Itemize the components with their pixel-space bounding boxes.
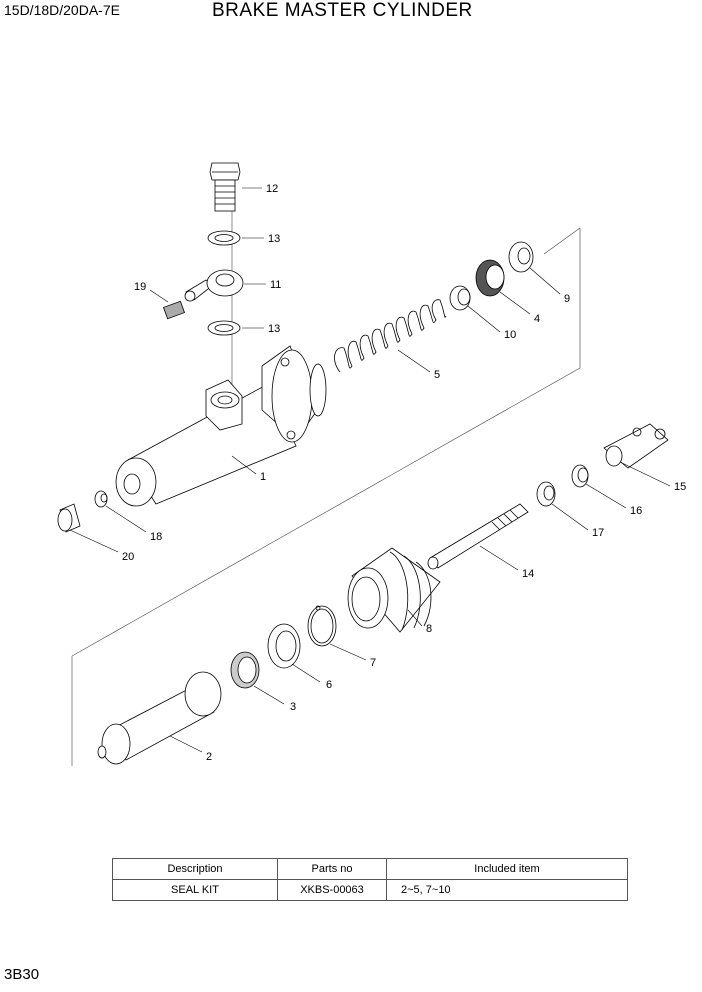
callout-16: 16 [630, 505, 642, 517]
header-description: Description [112, 858, 278, 880]
callout-10: 10 [504, 329, 516, 341]
callout-9: 9 [564, 293, 570, 305]
callout-3: 3 [290, 701, 296, 713]
cap-part-20 [57, 503, 81, 533]
header-included-item: Included item [386, 858, 628, 880]
bolt-part-12 [209, 162, 241, 212]
spacer-part-10 [449, 285, 471, 311]
page-title: BRAKE MASTER CYLINDER [212, 0, 473, 21]
cell-parts-no: XKBS-00063 [277, 879, 387, 901]
page-code: 3B30 [4, 966, 40, 983]
callout-6: 6 [326, 679, 332, 691]
nut-part-17 [536, 481, 556, 507]
push-rod-part-14 [427, 503, 529, 570]
washer-part-9 [508, 241, 534, 273]
table-header-row: Description Parts no Included item [112, 858, 628, 880]
callout-4: 4 [534, 313, 540, 325]
cell-included-item: 2~5, 7~10 [386, 879, 628, 901]
callout-19: 19 [134, 281, 146, 293]
snap-ring-part-7 [307, 605, 337, 647]
washer-part-6 [267, 623, 301, 669]
spring-part-5 [334, 299, 447, 373]
seal-kit-table: Description Parts no Included item SEAL … [112, 858, 628, 901]
cylinder-body-part-1 [115, 345, 327, 507]
callout-15: 15 [674, 481, 686, 493]
header-parts-no: Parts no [277, 858, 387, 880]
fitting-part-18 [94, 490, 108, 508]
callout-17: 17 [592, 527, 604, 539]
callout-13-lower: 13 [268, 323, 280, 335]
piston-part-2 [97, 671, 222, 765]
callout-7: 7 [370, 657, 376, 669]
clevis-part-15 [603, 423, 669, 469]
callout-numbers: 12 13 11 19 13 5 10 4 9 1 18 20 15 16 17… [122, 183, 686, 763]
table-row: SEAL KIT XKBS-00063 2~5, 7~10 [112, 879, 628, 901]
callout-14: 14 [522, 568, 534, 580]
callout-12: 12 [266, 183, 278, 195]
callout-11: 11 [270, 279, 281, 291]
lock-nut-part-4 [475, 259, 505, 297]
model-label: 15D/18D/20DA-7E [4, 2, 120, 18]
banjo-fitting-part-11 [184, 269, 244, 302]
callout-8: 8 [426, 623, 432, 635]
filter-part-19 [162, 300, 186, 320]
leader-lines [69, 187, 671, 753]
callout-20: 20 [122, 551, 134, 563]
cell-description: SEAL KIT [112, 879, 278, 901]
boot-part-8 [347, 547, 441, 633]
nut-part-16 [571, 464, 589, 488]
callout-5: 5 [434, 369, 440, 381]
callout-2: 2 [206, 751, 212, 763]
washer-part-13-lower [207, 320, 241, 336]
washer-part-13-upper [207, 230, 241, 246]
callout-1: 1 [260, 471, 266, 483]
callout-13-upper: 13 [268, 233, 280, 245]
seal-part-3 [230, 651, 260, 689]
callout-18: 18 [150, 531, 162, 543]
